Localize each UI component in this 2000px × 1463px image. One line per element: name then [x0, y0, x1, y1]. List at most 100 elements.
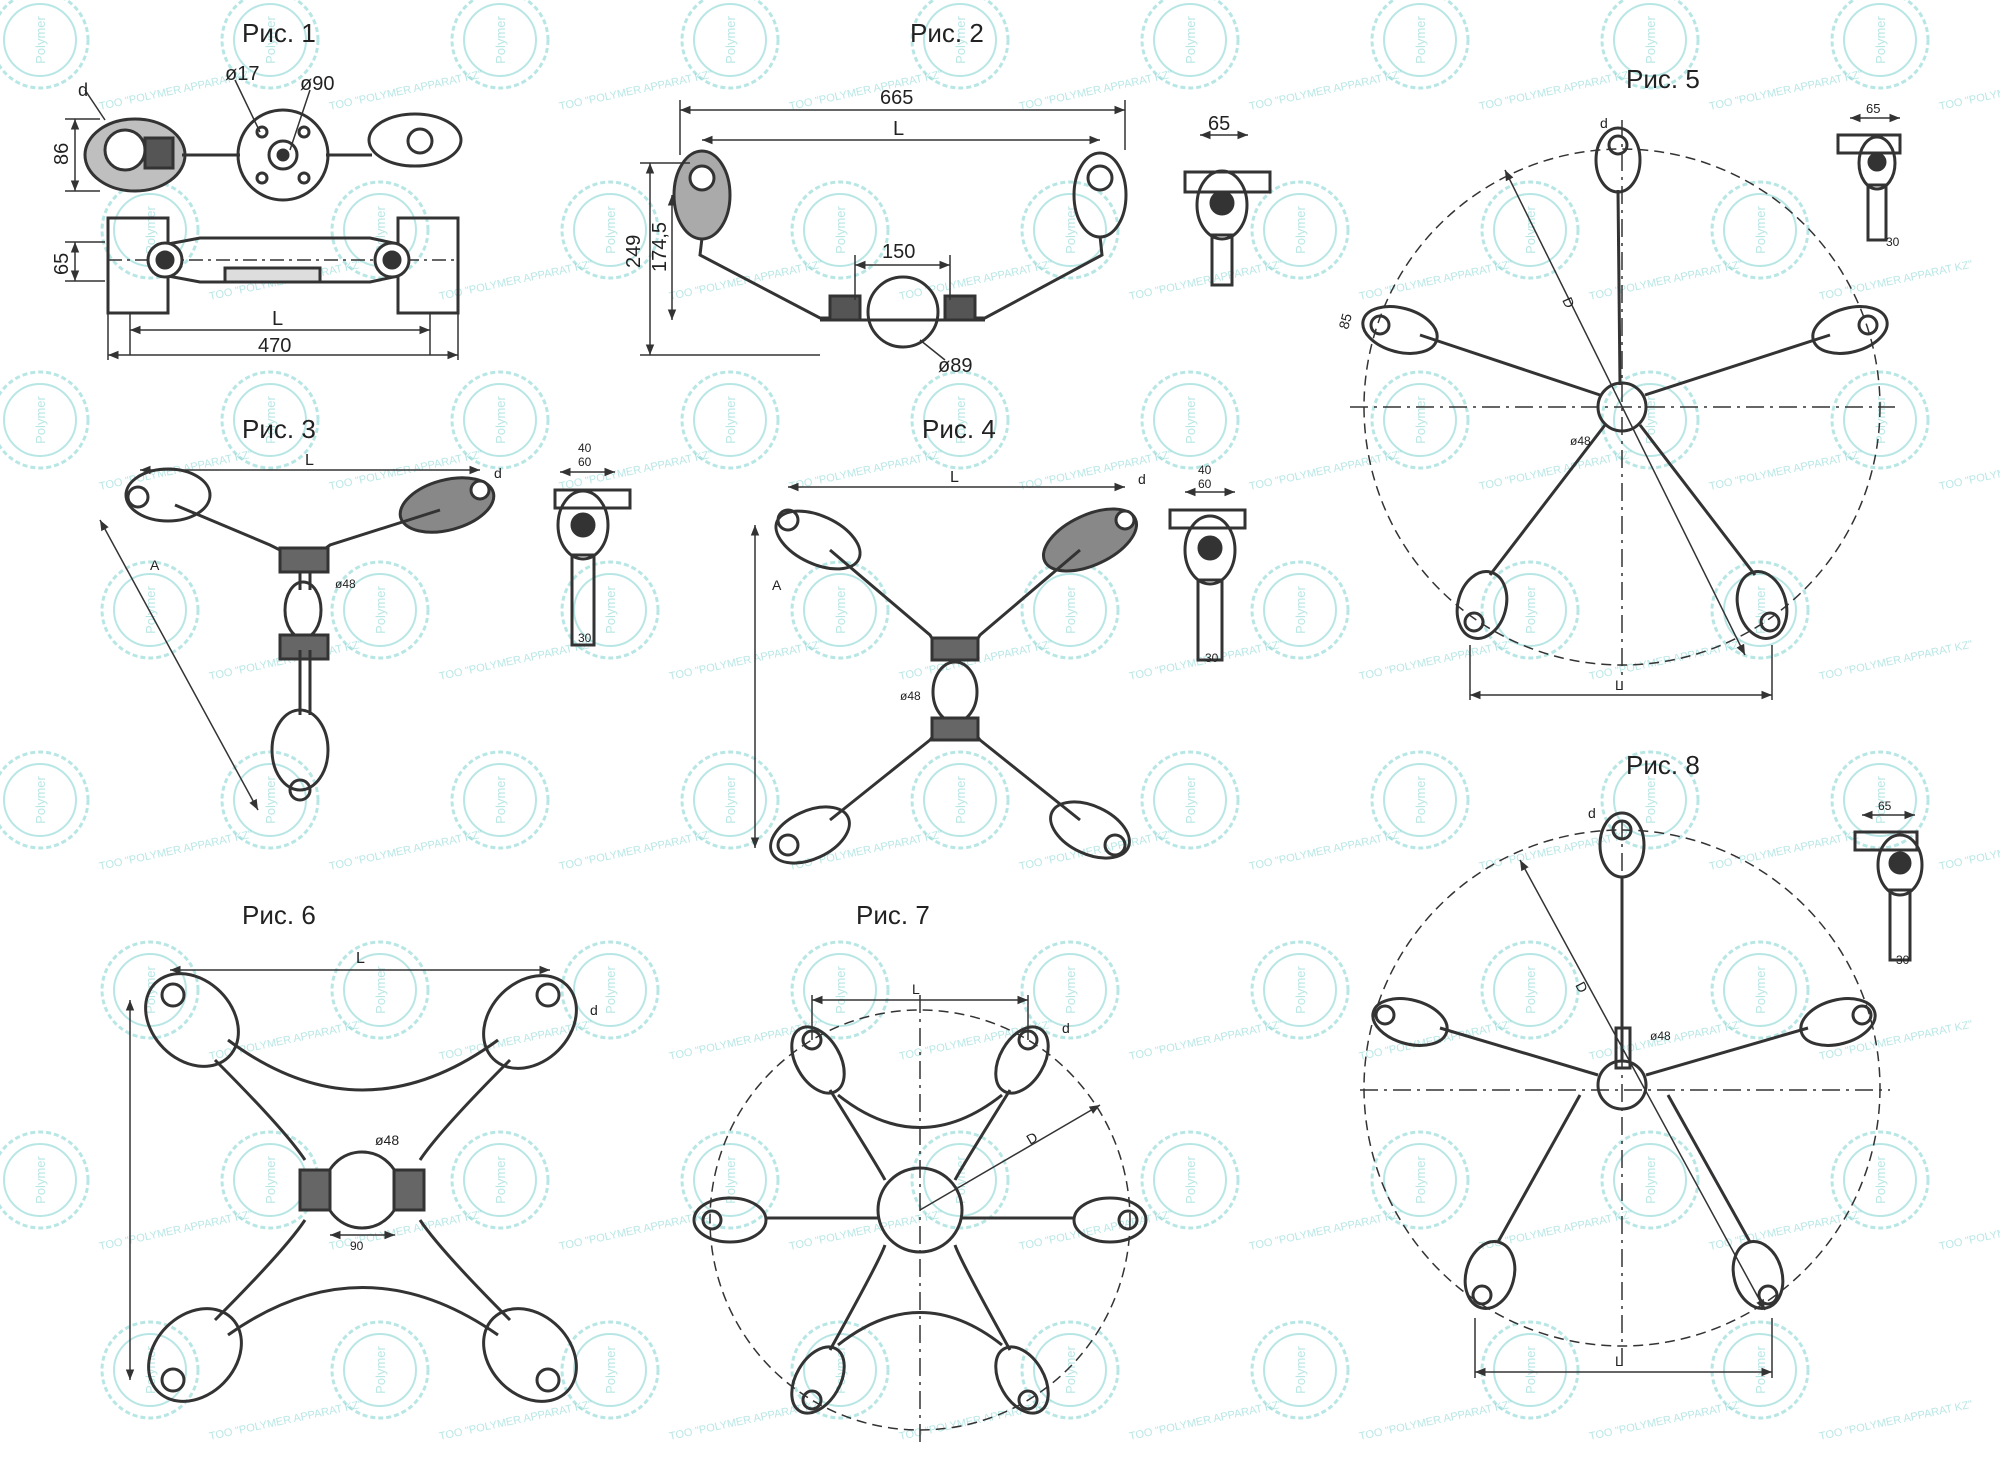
watermark-seal-text: Polymer	[33, 395, 48, 443]
watermark-seal-text: Polymer	[493, 15, 508, 63]
watermark-seal-text: Polymer	[1643, 775, 1658, 823]
watermark-seal-text: Polymer	[263, 395, 278, 443]
fig4-40-label: 40	[1198, 463, 1212, 477]
watermark-seal-text: Polymer	[833, 585, 848, 633]
fig2-150-label: 150	[882, 241, 915, 263]
fig7-d-label: d	[1062, 1020, 1070, 1036]
watermark-seal-text: Polymer	[1293, 965, 1308, 1013]
watermark-seal-text: Polymer	[33, 775, 48, 823]
watermark-seal-text: Polymer	[723, 395, 738, 443]
watermark-seal-text: Polymer	[1293, 585, 1308, 633]
watermark-seal-text: Polymer	[603, 585, 618, 633]
fig4-A-label: A	[772, 577, 782, 593]
fig5-D-label: D	[1559, 295, 1578, 311]
fig8-title: Рис. 8	[1626, 750, 1700, 780]
watermark-seal-text: Polymer	[263, 15, 278, 63]
fig2-title: Рис. 2	[910, 18, 984, 48]
watermark-seal-text: Polymer	[1063, 965, 1078, 1013]
fig2-L-label: L	[893, 118, 904, 140]
watermark-seal-text: Polymer	[1873, 1155, 1888, 1203]
fig3-A-label: A	[150, 557, 160, 573]
fig7-D-label: D	[1024, 1129, 1041, 1148]
watermark-seal-text: Polymer	[1063, 205, 1078, 253]
watermark-seal-text: Polymer	[33, 15, 48, 63]
fig4-d-label: d	[1138, 471, 1146, 487]
fig2-89-label: ø89	[938, 355, 972, 377]
fig8-d-label: d	[1588, 805, 1596, 821]
fig1-damper	[65, 79, 463, 360]
watermark-seal-text: Polymer	[723, 775, 738, 823]
fig1-dia90-label: ø90	[300, 73, 334, 95]
fig8-side-view	[1853, 810, 1924, 962]
fig5-dia48-label: ø48	[1570, 434, 1591, 448]
fig3-d-label: d	[494, 465, 502, 481]
watermark-seal-text: Polymer	[1063, 1345, 1078, 1393]
fig7-L-label: L	[912, 981, 920, 997]
fig8-dia48-label: ø48	[1650, 1029, 1671, 1043]
watermark-seal-text: Polymer	[1413, 775, 1428, 823]
watermark-seal-text: Polymer	[1183, 395, 1198, 443]
watermark-seal-text: Polymer	[493, 775, 508, 823]
watermark-seal-text: Polymer	[953, 395, 968, 443]
watermark-seal-text: Polymer	[603, 1345, 618, 1393]
fig1-dia17-label: ø17	[225, 63, 259, 85]
fig5-title: Рис. 5	[1626, 64, 1700, 94]
watermark-seal-text: Polymer	[1183, 1155, 1198, 1203]
fig6-L-label: L	[356, 950, 365, 967]
watermark-seal-text: Polymer	[1413, 1155, 1428, 1203]
fig5-L-label: L	[1615, 677, 1623, 693]
fig3-title: Рис. 3	[242, 414, 316, 444]
fig4-damper	[750, 482, 1247, 865]
fig7-damper	[692, 995, 1148, 1445]
watermark-seal-text: Polymer	[1063, 585, 1078, 633]
watermark-seal-text: Polymer	[1753, 205, 1768, 253]
watermark-seal-text: Polymer	[373, 585, 388, 633]
watermark-seal-text: Polymer	[953, 15, 968, 63]
fig3-side-view	[553, 467, 632, 647]
watermark-seal-text: Polymer	[833, 205, 848, 253]
fig5-side-view	[1836, 113, 1902, 242]
fig5-damper	[1350, 113, 1902, 700]
fig6-d-label: d	[590, 1002, 598, 1018]
watermark-seal-text: Polymer	[603, 205, 618, 253]
fig2-174-label: 174,5	[649, 222, 671, 272]
watermark-seal-text: Polymer	[723, 1155, 738, 1203]
watermark-seal-text: Polymer	[1643, 15, 1658, 63]
fig6-90-label: 90	[350, 1239, 364, 1253]
fig1-L-label: L	[272, 308, 283, 330]
fig3-damper	[99, 465, 632, 811]
fig8-65-label: 65	[1878, 799, 1892, 813]
watermark-seal-text: Polymer	[493, 395, 508, 443]
fig2-249-label: 249	[623, 235, 645, 268]
watermark-seal-text: Polymer	[1293, 205, 1308, 253]
fig5-85-label: 85	[1335, 311, 1355, 330]
watermark-seal-text: Polymer	[723, 15, 738, 63]
fig3-30-label: 30	[578, 631, 592, 645]
fig1-d-label: d	[78, 80, 88, 100]
fig4-L-label: L	[950, 469, 959, 486]
watermark-seal-text: Polymer	[1873, 15, 1888, 63]
fig3-dia48-label: ø48	[335, 577, 356, 591]
fig7-title: Рис. 7	[856, 900, 930, 930]
fig3-L-label: L	[305, 452, 314, 469]
watermark-seal-text: Polymer	[1753, 585, 1768, 633]
fig1-top-view	[65, 79, 463, 202]
fig2-side-view	[1183, 130, 1272, 287]
fig5-d-label: d	[1600, 115, 1608, 131]
fig8-L-label: L	[1615, 1353, 1623, 1369]
watermark-seal-text: Polymer	[1183, 775, 1198, 823]
fig2-damper	[640, 100, 1272, 361]
fig1-86-label: 86	[51, 143, 73, 165]
fig6-damper	[125, 965, 578, 1403]
fig4-title: Рис. 4	[922, 414, 996, 444]
watermark-seal-text: Polymer	[263, 1155, 278, 1203]
fig4-side-view	[1168, 487, 1247, 662]
fig2-665-label: 665	[880, 87, 913, 109]
watermark-seal-text: Polymer	[373, 965, 388, 1013]
fig8-30-label: 30	[1896, 953, 1910, 967]
fig5-30-label: 30	[1886, 235, 1900, 249]
watermark-seal-text: Polymer	[1293, 1345, 1308, 1393]
watermark-seal-text: Polymer	[1413, 15, 1428, 63]
